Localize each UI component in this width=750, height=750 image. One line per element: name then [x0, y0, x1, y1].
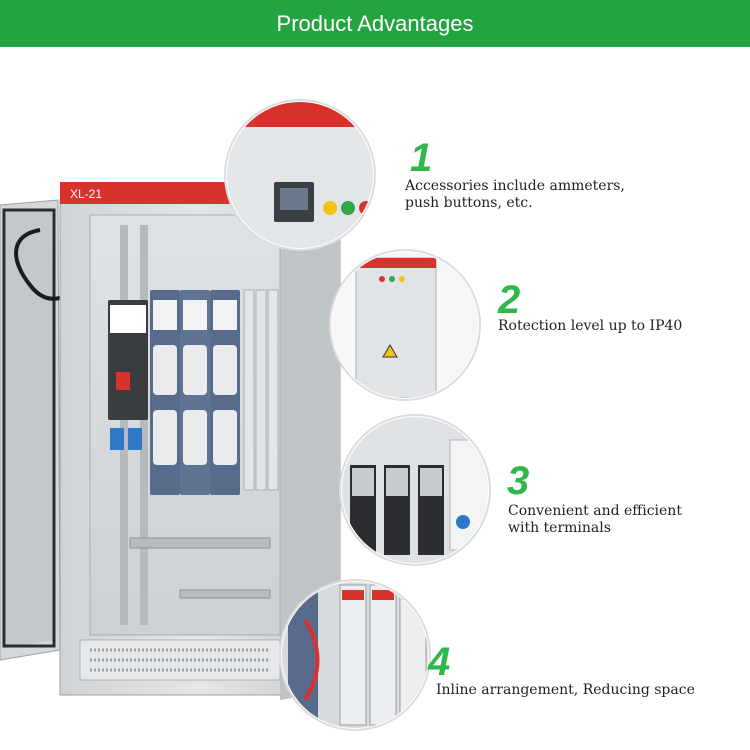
- detail-circle-terminals: [339, 414, 491, 566]
- fuse-switches: [150, 289, 279, 495]
- feature-text-line: with terminals: [508, 520, 611, 536]
- feature-text-line: Rotection level up to IP40: [498, 318, 683, 334]
- cabinet-top-bar: [60, 182, 240, 204]
- feature-text-line: Inline arrangement, Reducing space: [436, 682, 695, 698]
- ventilation-grille: [79, 639, 281, 681]
- feature-number: 4: [428, 640, 451, 684]
- feature-text-line: push buttons, etc.: [405, 195, 533, 211]
- feature-text-line: Accessories include ammeters,: [405, 178, 625, 194]
- detail-circle-protection: [329, 249, 481, 401]
- feature-number: 2: [498, 278, 521, 322]
- electrical-cabinet: XL-21: [0, 182, 341, 700]
- feature-number: 1: [410, 136, 433, 180]
- detail-circle-accessories: [224, 99, 376, 251]
- terminal-strip: [129, 537, 271, 549]
- feature-text-line: Convenient and efficient: [508, 503, 682, 519]
- product-illustration: XL-21: [0, 99, 491, 731]
- feature-number: 3: [507, 459, 530, 503]
- header-banner: Product Advantages: [0, 0, 750, 47]
- detail-circle-inline: [279, 579, 431, 731]
- page-title: Product Advantages: [276, 10, 474, 36]
- cabinet-model-label: XL-21: [70, 187, 102, 201]
- push-button-yellow: [323, 201, 337, 215]
- push-button-green: [341, 201, 355, 215]
